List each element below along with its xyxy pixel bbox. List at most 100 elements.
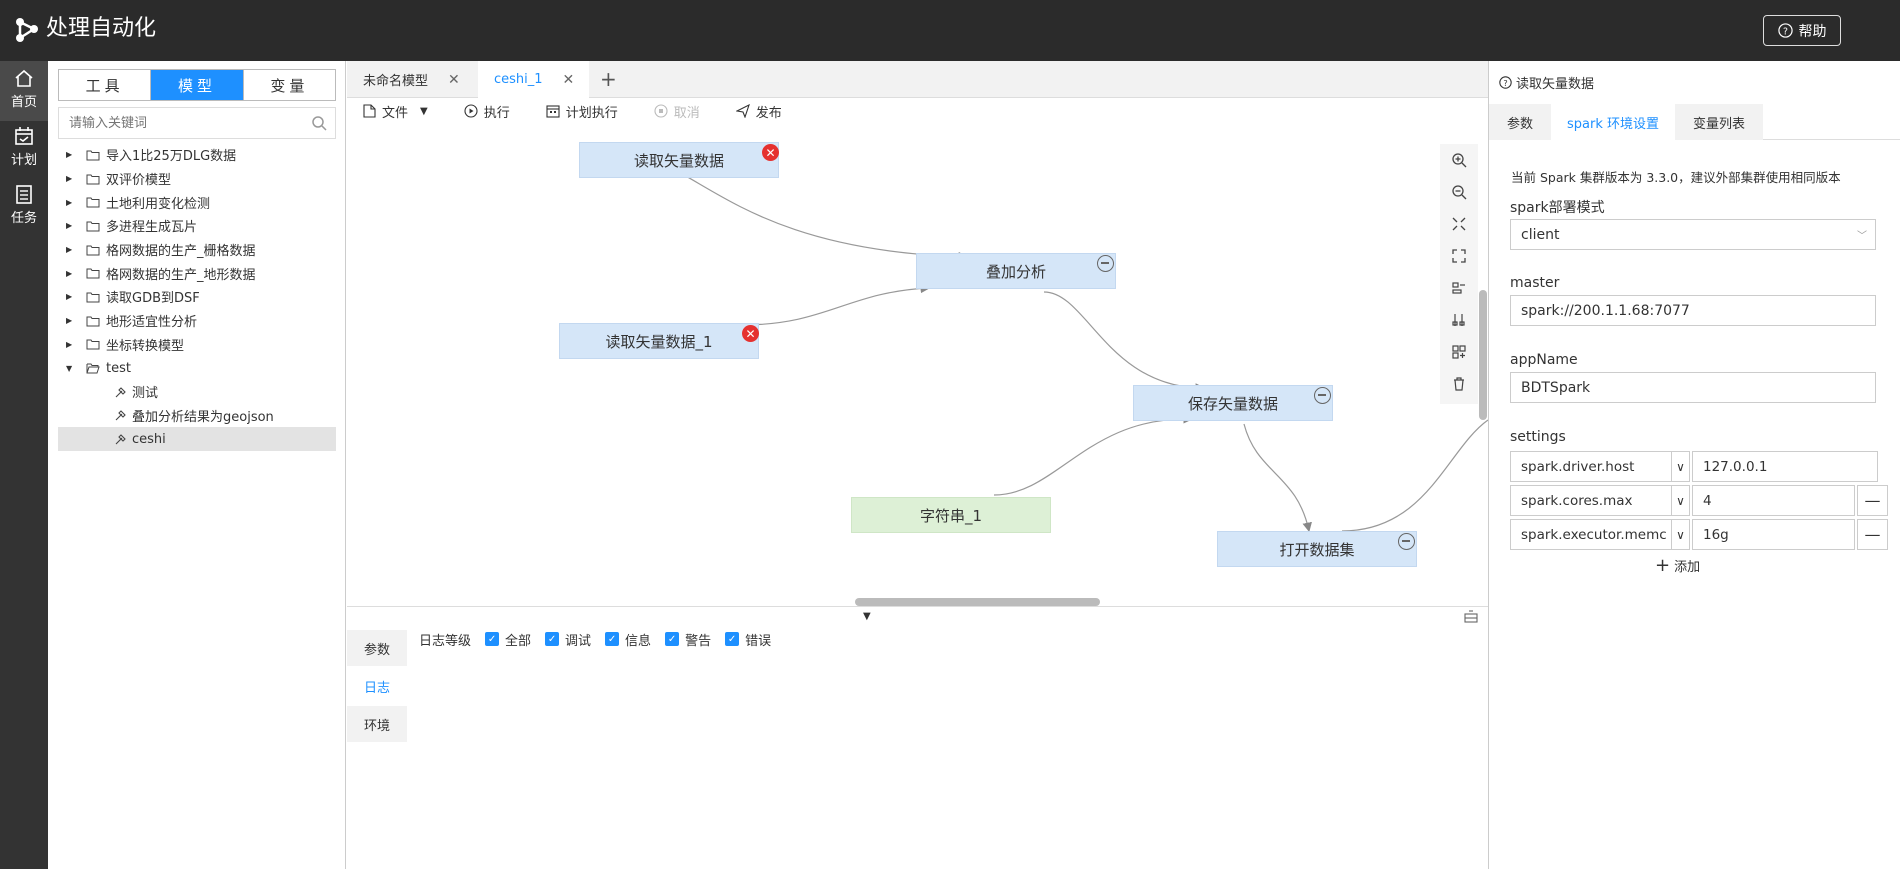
node-overlay-analysis[interactable]: 叠加分析 bbox=[916, 253, 1116, 289]
caret-right-icon[interactable]: ▶ bbox=[66, 339, 73, 349]
zoom-in-icon[interactable] bbox=[1440, 144, 1478, 176]
tab-untitled-model[interactable]: 未命名模型✕ bbox=[347, 61, 476, 98]
checkbox-info[interactable]: ✓信息 bbox=[605, 630, 651, 649]
caret-right-icon[interactable]: ▶ bbox=[66, 268, 73, 278]
tree-model-item[interactable]: 测试 bbox=[58, 380, 336, 404]
collapse-icon[interactable] bbox=[1398, 533, 1415, 550]
nav-home[interactable]: 首页 bbox=[0, 61, 48, 121]
tree-folder[interactable]: ▶双评价模型 bbox=[58, 167, 336, 191]
caret-right-icon[interactable]: ▶ bbox=[66, 150, 73, 160]
tab-variable-list[interactable]: 变量列表 bbox=[1675, 104, 1763, 140]
caret-right-icon[interactable]: ▶ bbox=[66, 292, 73, 302]
delete-icon[interactable] bbox=[1440, 368, 1478, 400]
tab-ceshi-1[interactable]: ceshi_1✕ bbox=[478, 61, 589, 98]
tab-variables[interactable]: 变量 bbox=[270, 76, 309, 95]
tree-folder-label: 读取GDB到DSF bbox=[106, 291, 200, 307]
calendar-icon bbox=[15, 127, 33, 145]
vertical-scrollbar[interactable] bbox=[1479, 290, 1487, 420]
remove-setting-button[interactable]: — bbox=[1857, 519, 1888, 550]
help-button[interactable]: ? 帮助 bbox=[1763, 15, 1841, 46]
tab-models[interactable]: 模型 bbox=[151, 70, 244, 100]
add-label: 添加 bbox=[1674, 560, 1701, 575]
node-open-dataset[interactable]: 打开数据集 bbox=[1217, 531, 1417, 567]
file-menu-button[interactable]: 文件 ▼ bbox=[363, 102, 428, 121]
nav-task-label: 任务 bbox=[10, 211, 37, 226]
tree-folder[interactable]: ▶ 格网数据的生产_栅格数据 bbox=[58, 238, 336, 262]
node-string-1[interactable]: 字符串_1 bbox=[851, 497, 1051, 533]
setting-key-select[interactable]: spark.driver.host∨ bbox=[1510, 451, 1690, 482]
schedule-run-button[interactable]: 计划执行 bbox=[546, 102, 618, 121]
add-setting-button[interactable]: + 添加 bbox=[1655, 555, 1700, 576]
tree-folder[interactable]: ▶多进程生成瓦片 bbox=[58, 214, 336, 238]
deploy-mode-select[interactable]: client ﹀ bbox=[1510, 219, 1876, 250]
setting-key-select[interactable]: spark.cores.max∨ bbox=[1510, 485, 1690, 516]
tab-params[interactable]: 参数 bbox=[347, 630, 407, 666]
node-read-vector[interactable]: 读取矢量数据✕ bbox=[579, 142, 779, 178]
tree-folder[interactable]: ▶地形适宜性分析 bbox=[58, 309, 336, 333]
checkbox-warning[interactable]: ✓警告 bbox=[665, 630, 711, 649]
master-input[interactable]: spark://200.1.1.68:7077 bbox=[1510, 295, 1876, 326]
tab-log[interactable]: 日志 bbox=[347, 668, 407, 704]
fullscreen-icon[interactable] bbox=[1440, 240, 1478, 272]
tree-model-item[interactable]: 叠加分析结果为geojson bbox=[58, 404, 336, 428]
checkbox-debug[interactable]: ✓调试 bbox=[545, 630, 591, 649]
tree-folder[interactable]: ▶坐标转换模型 bbox=[58, 333, 336, 357]
tree-model-item-selected[interactable]: ceshi bbox=[58, 427, 336, 451]
model-tree: ▶导入1比25万DLG数据 ▶双评价模型 ▶土地利用变化检测 ▶多进程生成瓦片 … bbox=[58, 143, 336, 451]
layout-icon[interactable] bbox=[1440, 336, 1478, 368]
checkbox-error[interactable]: ✓错误 bbox=[725, 630, 771, 649]
tab-env[interactable]: 环境 bbox=[347, 706, 407, 742]
tab-parameters[interactable]: 参数 bbox=[1489, 104, 1551, 140]
appname-value: BDTSpark bbox=[1521, 379, 1591, 396]
setting-value-input[interactable]: 127.0.0.1 bbox=[1692, 451, 1878, 482]
collapse-icon[interactable] bbox=[1314, 387, 1331, 404]
tree-model-label: 叠加分析结果为geojson bbox=[132, 409, 274, 425]
caret-down-icon[interactable]: ▼ bbox=[66, 363, 73, 373]
nav-task[interactable]: 任务 bbox=[0, 177, 48, 237]
master-value: spark://200.1.1.68:7077 bbox=[1521, 302, 1690, 319]
folder-open-icon bbox=[86, 363, 100, 374]
align-vertical-icon[interactable] bbox=[1440, 304, 1478, 336]
search-icon[interactable] bbox=[311, 115, 327, 131]
horizontal-scrollbar[interactable] bbox=[855, 598, 1100, 606]
checkbox-all[interactable]: ✓全部 bbox=[485, 630, 531, 649]
remove-setting-button[interactable]: — bbox=[1857, 485, 1888, 516]
cancel-button[interactable]: 取消 bbox=[654, 102, 700, 121]
zoom-out-icon[interactable] bbox=[1440, 176, 1478, 208]
setting-value-input[interactable]: 16g bbox=[1692, 519, 1855, 550]
caret-right-icon[interactable]: ▶ bbox=[66, 174, 73, 184]
schedule-icon bbox=[546, 105, 560, 118]
fit-view-icon[interactable] bbox=[1440, 208, 1478, 240]
caret-right-icon[interactable]: ▶ bbox=[66, 245, 73, 255]
tree-folder[interactable]: ▶格网数据的生产_地形数据 bbox=[58, 261, 336, 285]
tree-folder[interactable]: ▼test bbox=[58, 356, 336, 380]
tree-folder-label: 格网数据的生产_栅格数据 bbox=[106, 244, 256, 260]
run-button[interactable]: 执行 bbox=[464, 102, 510, 121]
tree-folder[interactable]: ▶导入1比25万DLG数据 bbox=[58, 143, 336, 167]
add-tab-icon[interactable]: + bbox=[600, 67, 617, 91]
tree-folder[interactable]: ▶ 读取GDB到DSF bbox=[58, 285, 336, 309]
model-panel: 工具 模型 变量 ▶导入1比25万DLG数据 ▶双评价模型 ▶土地利用变化检测 … bbox=[48, 61, 346, 869]
appname-input[interactable]: BDTSpark bbox=[1510, 372, 1876, 403]
collapse-arrow-icon[interactable]: ▼ bbox=[863, 611, 871, 622]
collapse-icon[interactable] bbox=[1097, 255, 1114, 272]
caret-right-icon[interactable]: ▶ bbox=[66, 197, 73, 207]
tab-spark-env[interactable]: spark 环境设置 bbox=[1551, 104, 1675, 140]
dock-icon[interactable] bbox=[1464, 609, 1478, 623]
align-horizontal-icon[interactable] bbox=[1440, 272, 1478, 304]
node-read-vector-1[interactable]: 读取矢量数据_1✕ bbox=[559, 323, 759, 359]
tree-folder[interactable]: ▶土地利用变化检测 bbox=[58, 190, 336, 214]
model-canvas[interactable]: 读取矢量数据✕ 叠加分析 读取矢量数据_1✕ 保存矢量数据 字符串_1 打开数据… bbox=[347, 124, 1488, 604]
search-input[interactable] bbox=[59, 108, 299, 138]
caret-right-icon[interactable]: ▶ bbox=[66, 221, 73, 231]
tab-tools[interactable]: 工具 bbox=[59, 70, 152, 100]
panel-splitter[interactable]: ▼ bbox=[347, 606, 1488, 624]
node-save-vector[interactable]: 保存矢量数据 bbox=[1133, 385, 1333, 421]
caret-right-icon[interactable]: ▶ bbox=[66, 316, 73, 326]
setting-value-input[interactable]: 4 bbox=[1692, 485, 1855, 516]
publish-button[interactable]: 发布 bbox=[735, 102, 782, 121]
setting-key-select[interactable]: spark.executor.memc∨ bbox=[1510, 519, 1690, 550]
close-icon[interactable]: ✕ bbox=[562, 71, 575, 88]
close-icon[interactable]: ✕ bbox=[448, 71, 460, 88]
nav-plan[interactable]: 计划 bbox=[0, 119, 48, 179]
